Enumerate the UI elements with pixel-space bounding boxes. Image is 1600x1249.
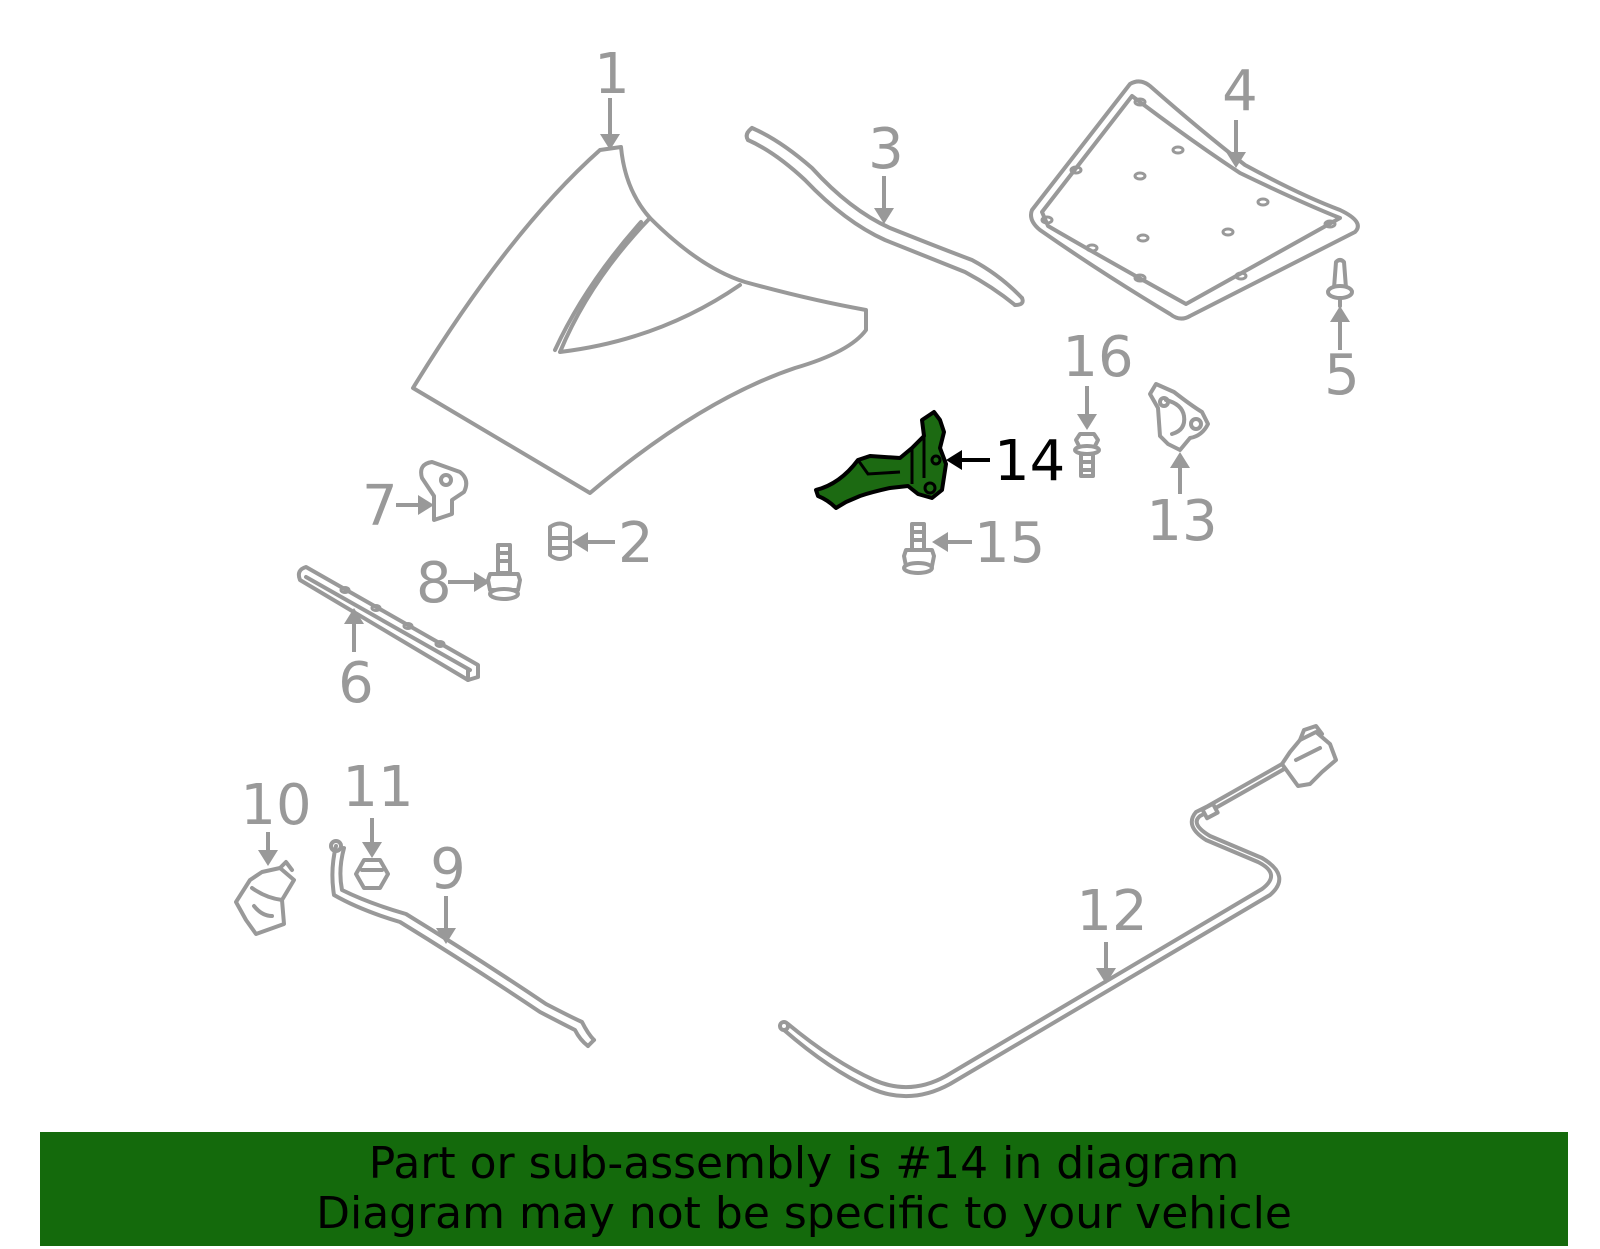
callout-label-2: 2 [618, 511, 654, 576]
callout-label-7: 7 [362, 474, 398, 539]
callout-label-9: 9 [430, 837, 466, 902]
callout-7: 7 [362, 474, 434, 539]
banner-line-2: Diagram may not be specific to your vehi… [316, 1188, 1292, 1239]
callout-4: 4 [1222, 59, 1258, 168]
part-1-hood [411, 145, 868, 495]
callout-label-6: 6 [338, 651, 374, 716]
part-11-grommet [354, 858, 390, 890]
callout-2: 2 [572, 511, 654, 576]
callout-label-14: 14 [994, 429, 1065, 494]
part-8-bolt [486, 543, 522, 601]
part-4-insulator [1029, 79, 1360, 321]
callout-13: 13 [1146, 452, 1218, 554]
callout-12: 12 [1076, 879, 1148, 984]
part-9-support-rod [329, 839, 596, 1048]
part-3-seal [744, 126, 1025, 307]
callout-label-3: 3 [868, 117, 904, 182]
part-13-latch [1148, 382, 1210, 452]
callout-label-1: 1 [594, 42, 630, 107]
callout-label-16: 16 [1062, 325, 1133, 390]
callout-5: 5 [1324, 306, 1360, 408]
part-14-hood-hinge [814, 410, 948, 510]
callout-14: 14 [946, 429, 1065, 494]
banner-line-1: Part or sub-assembly is #14 in diagram [368, 1138, 1240, 1189]
callout-label-8: 8 [416, 551, 452, 616]
part-16-bolt [1073, 432, 1101, 478]
callout-label-5: 5 [1324, 343, 1360, 408]
callout-9: 9 [430, 837, 466, 944]
callout-1: 1 [594, 42, 630, 150]
part-2-bumper [548, 521, 572, 561]
callout-label-4: 4 [1222, 59, 1258, 124]
callout-10: 10 [240, 773, 312, 866]
callout-15: 15 [932, 511, 1045, 576]
part-5-clip [1326, 258, 1354, 308]
callout-label-13: 13 [1146, 489, 1217, 554]
part-7-bracket [419, 460, 469, 522]
callout-label-11: 11 [342, 755, 413, 820]
callout-6: 6 [338, 608, 374, 716]
info-banner: Part or sub-assembly is #14 in diagram D… [40, 1132, 1568, 1246]
callout-3: 3 [868, 117, 904, 224]
part-6-rod [296, 565, 480, 682]
callout-label-15: 15 [974, 511, 1045, 576]
callout-8: 8 [416, 551, 490, 616]
part-12-release-cable [778, 724, 1338, 1098]
callout-16: 16 [1062, 325, 1134, 430]
callout-11: 11 [342, 755, 414, 858]
part-15-bolt [902, 522, 936, 575]
callout-label-10: 10 [240, 773, 311, 838]
part-10-holder [234, 860, 296, 936]
callout-label-12: 12 [1076, 879, 1147, 944]
